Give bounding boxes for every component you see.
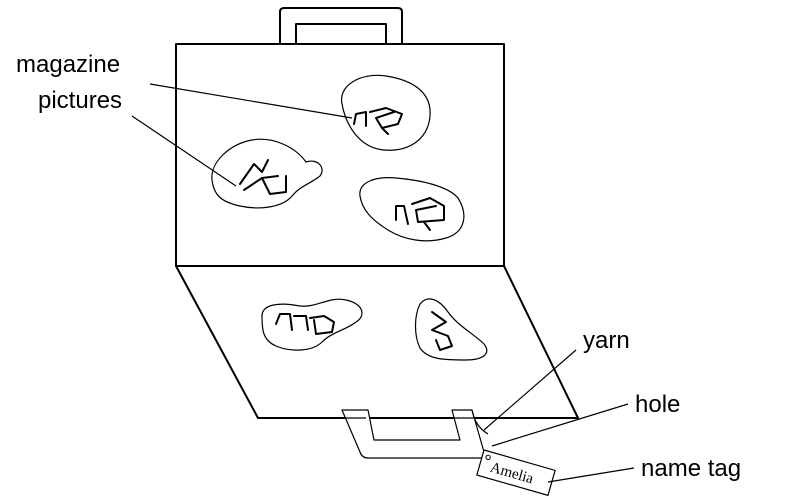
magazine-picture-1: [341, 74, 431, 151]
tag-hole: [485, 454, 491, 461]
label-name-tag: name tag: [641, 455, 741, 482]
label-magazine-line1: magazine: [16, 51, 120, 78]
magazine-picture-3: [359, 177, 465, 242]
top-handle: [279, 7, 403, 45]
bottom-panel: [175, 265, 579, 419]
leader-magazine-2: [131, 115, 237, 187]
yarn: [471, 409, 489, 435]
label-yarn: yarn: [583, 327, 630, 354]
magazine-picture-5: [414, 298, 488, 361]
magazine-picture-4: [261, 298, 363, 351]
leader-magazine-1: [149, 83, 353, 119]
leader-name-tag: [547, 467, 635, 483]
name-tag: Amelia: [476, 449, 556, 496]
label-hole: hole: [635, 391, 680, 418]
label-magazine-line2: pictures: [38, 87, 122, 114]
leader-yarn: [483, 349, 577, 431]
magazine-picture-2: [211, 138, 323, 209]
leader-hole: [491, 403, 629, 447]
